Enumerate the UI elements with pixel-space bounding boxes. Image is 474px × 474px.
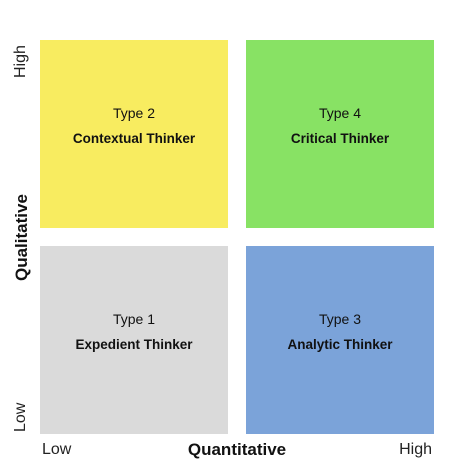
y-axis-high-label: High — [12, 45, 29, 78]
quadrant-name-label: Analytic Thinker — [287, 337, 393, 352]
quadrant-type-label: Type 4 — [318, 105, 362, 121]
y-axis-low-label: Low — [12, 402, 29, 432]
quadrant-type-2: Type 2 Contextual Thinker — [40, 40, 228, 228]
quadrant-type-4: Type 4 Critical Thinker — [246, 40, 434, 228]
x-axis-high-label: High — [399, 441, 432, 458]
y-axis-title: Qualitative — [12, 194, 31, 281]
quadrant-type-label: Type 3 — [318, 311, 362, 327]
quadrant-name-label: Critical Thinker — [290, 131, 390, 146]
x-axis-title: Quantitative — [187, 440, 287, 459]
quadrant-type-3: Type 3 Analytic Thinker — [246, 246, 434, 434]
quadrant-type-1: Type 1 Expedient Thinker — [40, 246, 228, 434]
quadrant-name-label: Expedient Thinker — [75, 337, 193, 352]
x-axis-low-label: Low — [42, 441, 72, 458]
quadrant-name-label: Contextual Thinker — [72, 131, 196, 146]
quadrant-type-label: Type 2 — [112, 105, 156, 121]
quadrant-type-label: Type 1 — [112, 311, 156, 327]
